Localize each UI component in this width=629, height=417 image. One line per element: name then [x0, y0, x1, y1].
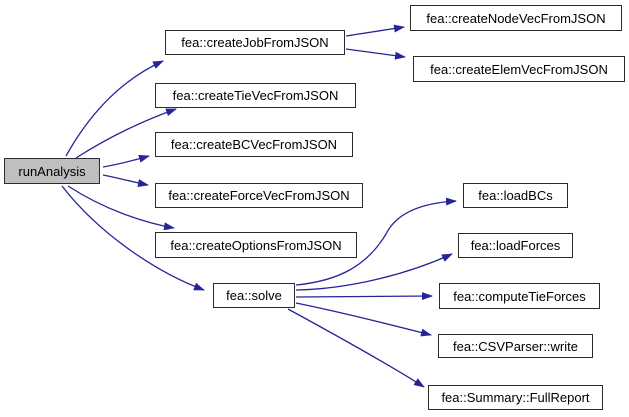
- node-label: fea::createBCVecFromJSON: [170, 137, 338, 152]
- edge-createjobfromjson-createnodevecfromjson: [345, 24, 405, 37]
- node-create-elem-vec-from-json[interactable]: fea::createElemVecFromJSON: [413, 56, 625, 82]
- edge-runanalysis-solve: [61, 185, 205, 291]
- edge-createjobfromjson-createelemvecfromjson: [345, 48, 406, 60]
- node-label: fea::createTieVecFromJSON: [172, 88, 339, 103]
- node-label: runAnalysis: [18, 163, 86, 179]
- edge-solve-csvparserwrite: [295, 302, 432, 337]
- edge-solve-computetieforces: [295, 292, 433, 301]
- node-create-job-from-json[interactable]: fea::createJobFromJSON: [165, 30, 345, 55]
- node-label: fea::createForceVecFromJSON: [168, 188, 350, 203]
- node-create-options-from-json[interactable]: fea::createOptionsFromJSON: [155, 232, 357, 258]
- node-label: fea::loadBCs: [478, 188, 553, 203]
- edge-runanalysis-createjobfromjson: [65, 60, 164, 157]
- node-label: fea::computeTieForces: [453, 288, 586, 304]
- node-solve[interactable]: fea::solve: [213, 283, 295, 308]
- edge-runanalysis-createbcvecfromjson: [102, 154, 150, 168]
- node-label: fea::CSVParser::write: [453, 338, 578, 354]
- node-load-bcs[interactable]: fea::loadBCs: [463, 183, 568, 208]
- node-label: fea::createElemVecFromJSON: [430, 61, 608, 77]
- node-label: fea::loadForces: [470, 238, 561, 253]
- edge-runanalysis-createtievecfromjson: [75, 108, 177, 159]
- edge-solve-summaryfullreport: [287, 308, 425, 388]
- node-label: fea::solve: [226, 288, 282, 303]
- edge-runanalysis-createforcevecfromjson: [102, 174, 149, 187]
- node-summary-full-report[interactable]: fea::Summary::FullReport: [428, 385, 603, 410]
- edge-runanalysis-createoptionsfromjson: [67, 185, 175, 231]
- node-label: fea::createOptionsFromJSON: [170, 237, 342, 253]
- node-label: fea::createJobFromJSON: [181, 35, 329, 50]
- node-load-forces[interactable]: fea::loadForces: [458, 233, 573, 258]
- edge-solve-loadforces: [295, 253, 453, 291]
- node-create-bc-vec-from-json[interactable]: fea::createBCVecFromJSON: [155, 132, 353, 157]
- node-create-force-vec-from-json[interactable]: fea::createForceVecFromJSON: [155, 183, 363, 208]
- node-label: fea::createNodeVecFromJSON: [426, 10, 606, 26]
- node-label: fea::Summary::FullReport: [441, 390, 590, 405]
- node-run-analysis[interactable]: runAnalysis: [4, 158, 100, 184]
- node-csv-parser-write[interactable]: fea::CSVParser::write: [438, 334, 593, 358]
- edge-solve-loadbcs: [295, 197, 457, 286]
- node-compute-tie-forces[interactable]: fea::computeTieForces: [439, 283, 600, 309]
- node-create-node-vec-from-json[interactable]: fea::createNodeVecFromJSON: [410, 5, 622, 31]
- node-create-tie-vec-from-json[interactable]: fea::createTieVecFromJSON: [155, 83, 356, 108]
